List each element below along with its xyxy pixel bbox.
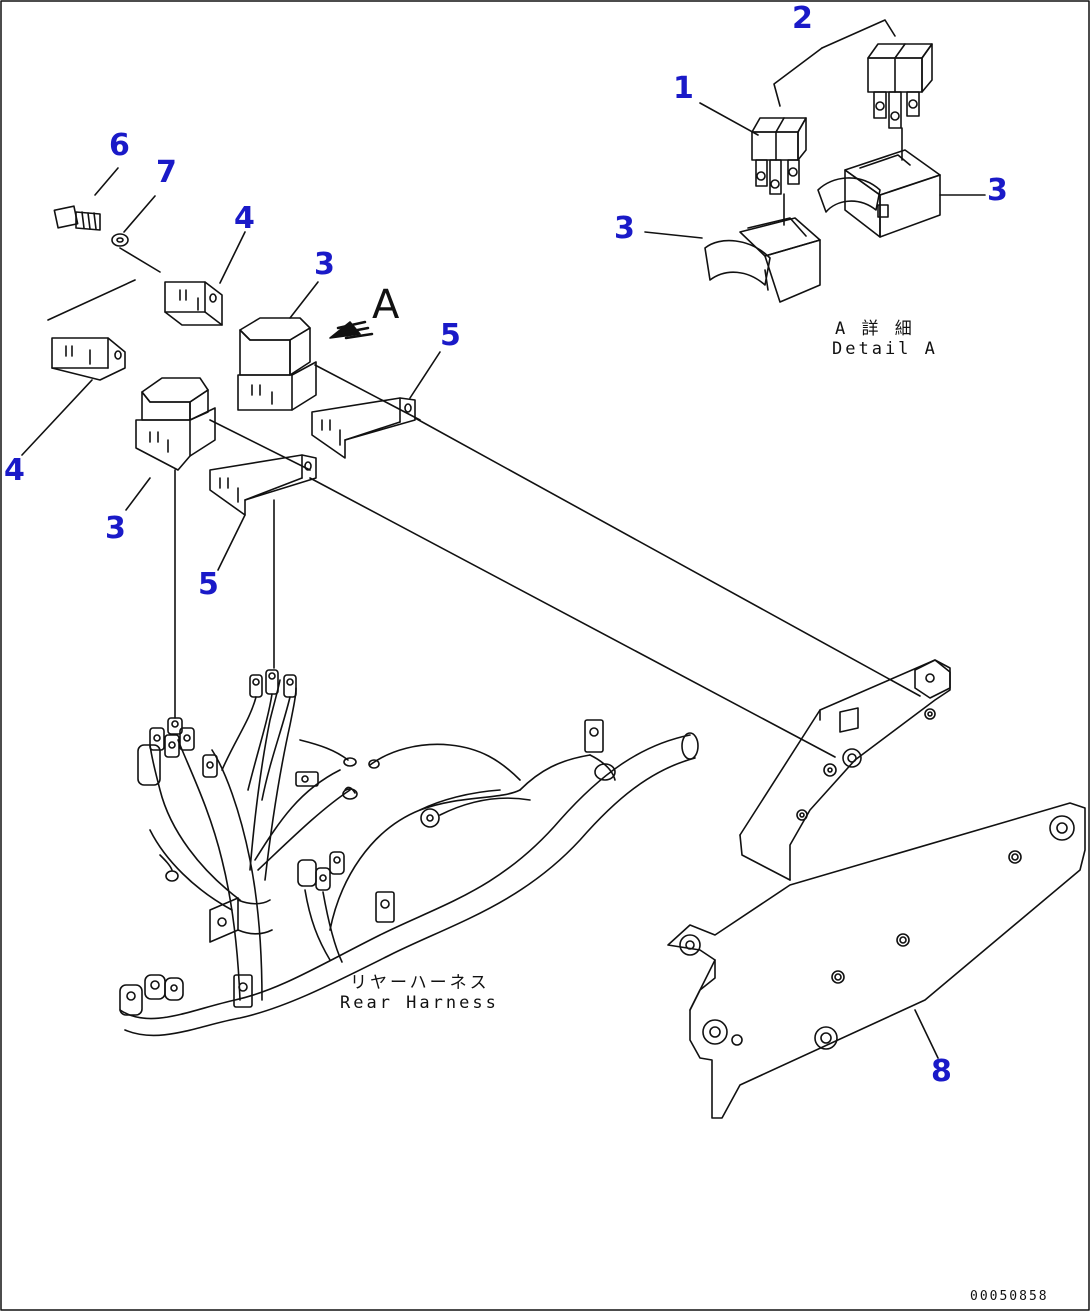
drawing-number: 00050858	[970, 1289, 1049, 1304]
fuse-pair-right	[867, 43, 933, 161]
callout-5-left: 5	[198, 567, 219, 602]
fuse-holder-left	[644, 217, 821, 303]
detail-a-group	[644, 19, 986, 303]
leader-3-main-top	[289, 281, 319, 319]
leader-7	[123, 195, 156, 233]
mounting-plate	[667, 659, 1086, 1119]
leader-5-right	[409, 351, 441, 399]
callout-8: 8	[931, 1054, 952, 1089]
detail-label-en: Detail A	[832, 339, 938, 359]
callout-2: 2	[792, 1, 813, 36]
leader-6	[94, 167, 119, 196]
callout-3-detail-right: 3	[987, 173, 1008, 208]
harness-label-jp: リヤーハーネス	[350, 973, 490, 993]
callout-7: 7	[156, 155, 177, 190]
washer	[111, 195, 156, 247]
callout-5-right: 5	[440, 318, 461, 353]
leader-3-left	[644, 231, 703, 239]
leader-5-left	[217, 514, 246, 571]
relay-top	[237, 281, 319, 411]
bracket-5-left	[209, 454, 317, 571]
fuse-holder-right	[817, 149, 986, 238]
leader-2	[821, 19, 896, 49]
callout-3-main-left: 3	[105, 511, 126, 546]
leader-2b	[773, 47, 823, 107]
detail-label-jp: A 詳 細	[835, 319, 915, 339]
assy-line-b	[414, 417, 921, 697]
callout-3-detail-left: 3	[614, 211, 635, 246]
callout-6: 6	[109, 128, 130, 163]
rear-harness	[119, 669, 699, 1037]
assy-line-a	[314, 364, 421, 421]
harness-label-en: Rear Harness	[340, 993, 499, 1013]
leader-1	[699, 102, 759, 136]
bracket-4-left	[21, 337, 126, 456]
align-line-1	[119, 247, 161, 273]
assy-line-c	[209, 419, 311, 471]
leader-4-top	[219, 231, 246, 284]
callout-4-top: 4	[234, 201, 255, 236]
leader-3-main-left	[125, 477, 151, 511]
bracket-4-top	[164, 231, 246, 326]
bolt	[53, 167, 119, 231]
view-marker-a: A	[372, 282, 400, 328]
view-arrow-a	[329, 320, 374, 340]
callout-3-main-top: 3	[314, 247, 335, 282]
relay-left	[125, 377, 216, 511]
align-line-2	[47, 279, 136, 321]
leader-8	[914, 1009, 939, 1059]
fuse-pair-left	[751, 117, 807, 226]
callout-1: 1	[673, 71, 694, 106]
assy-line-d	[309, 477, 836, 758]
callout-4-left: 4	[4, 453, 25, 488]
leader-4-left	[21, 379, 93, 456]
bracket-5-right	[311, 351, 441, 459]
